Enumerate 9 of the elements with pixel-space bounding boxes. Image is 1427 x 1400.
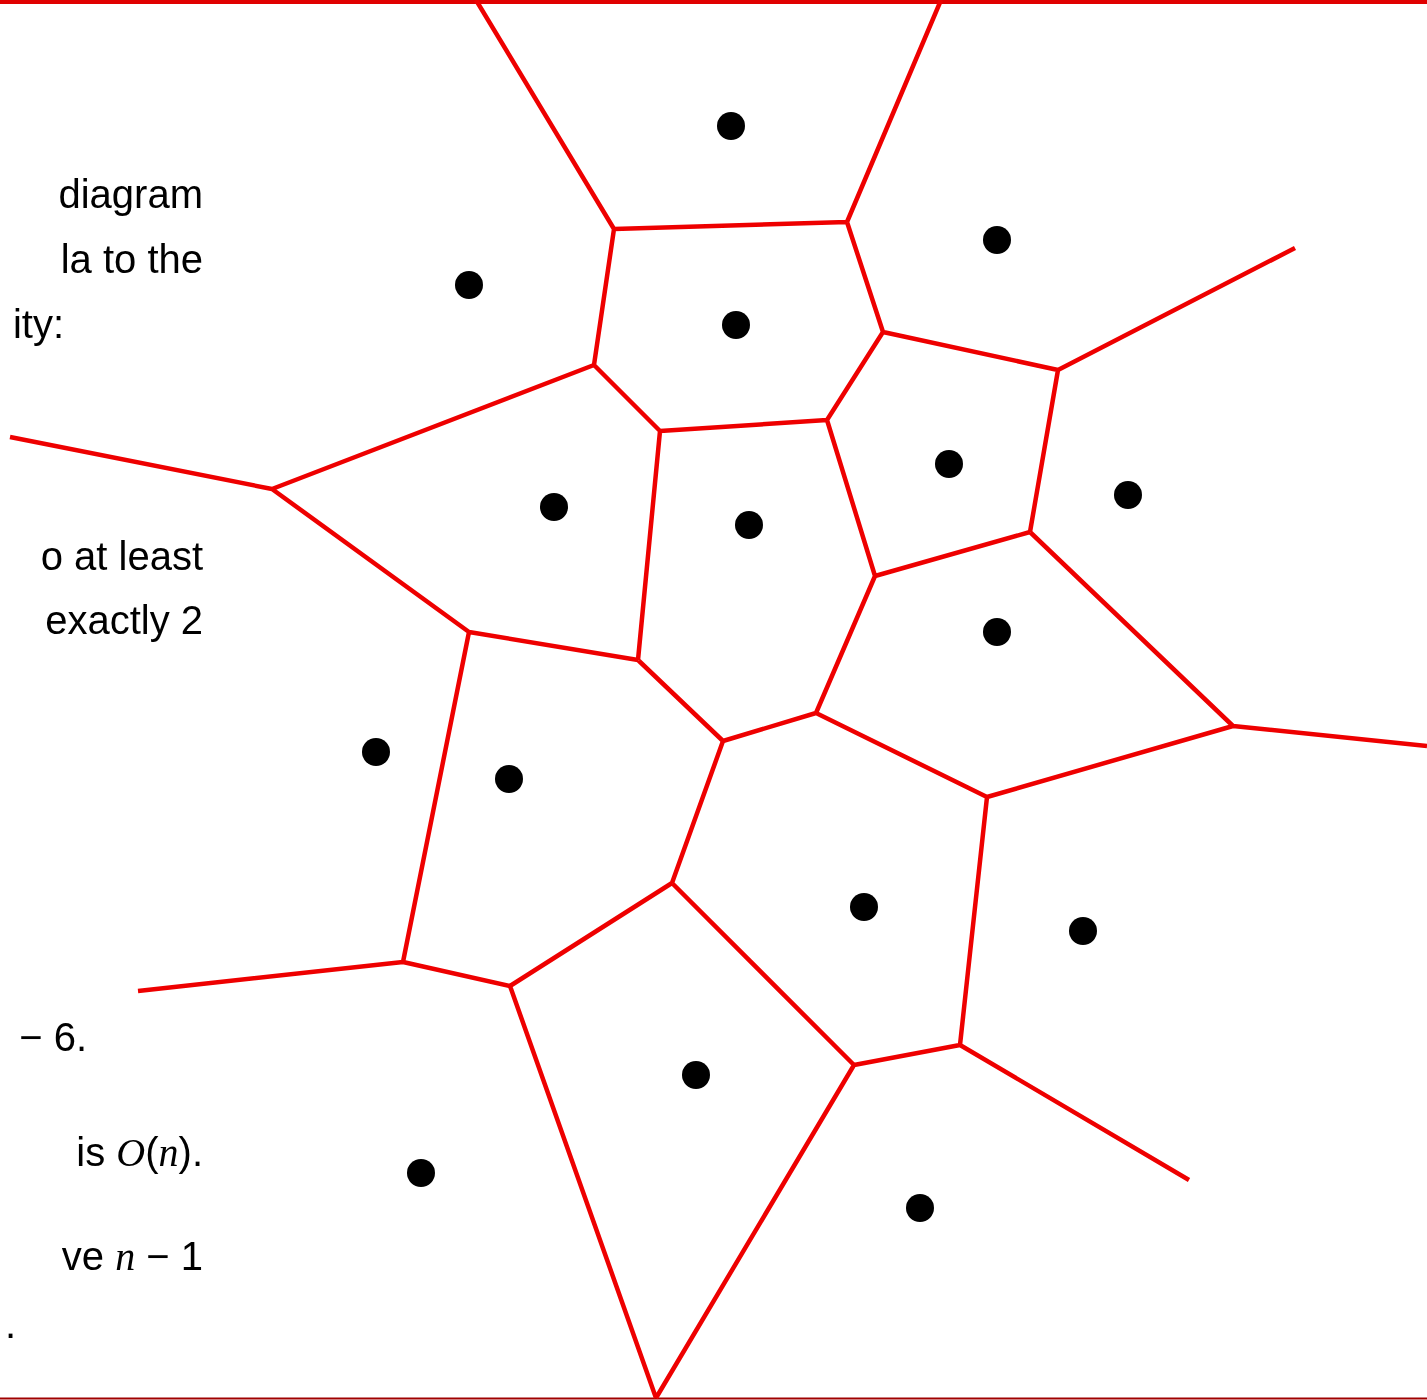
text-fragment: exactly 2 bbox=[45, 597, 203, 644]
text-fragment: ity: bbox=[12, 301, 64, 348]
text-fragment: . bbox=[4, 1301, 16, 1348]
text-fragment: ve n − 1 bbox=[61, 1233, 203, 1281]
text-fragment: is O(n). bbox=[76, 1129, 203, 1177]
text-fragment: − 6. bbox=[19, 1014, 87, 1061]
text-fragment: o at least bbox=[40, 533, 203, 580]
text-fragment: la to the bbox=[60, 236, 203, 283]
text-fragment: diagram bbox=[58, 171, 203, 218]
